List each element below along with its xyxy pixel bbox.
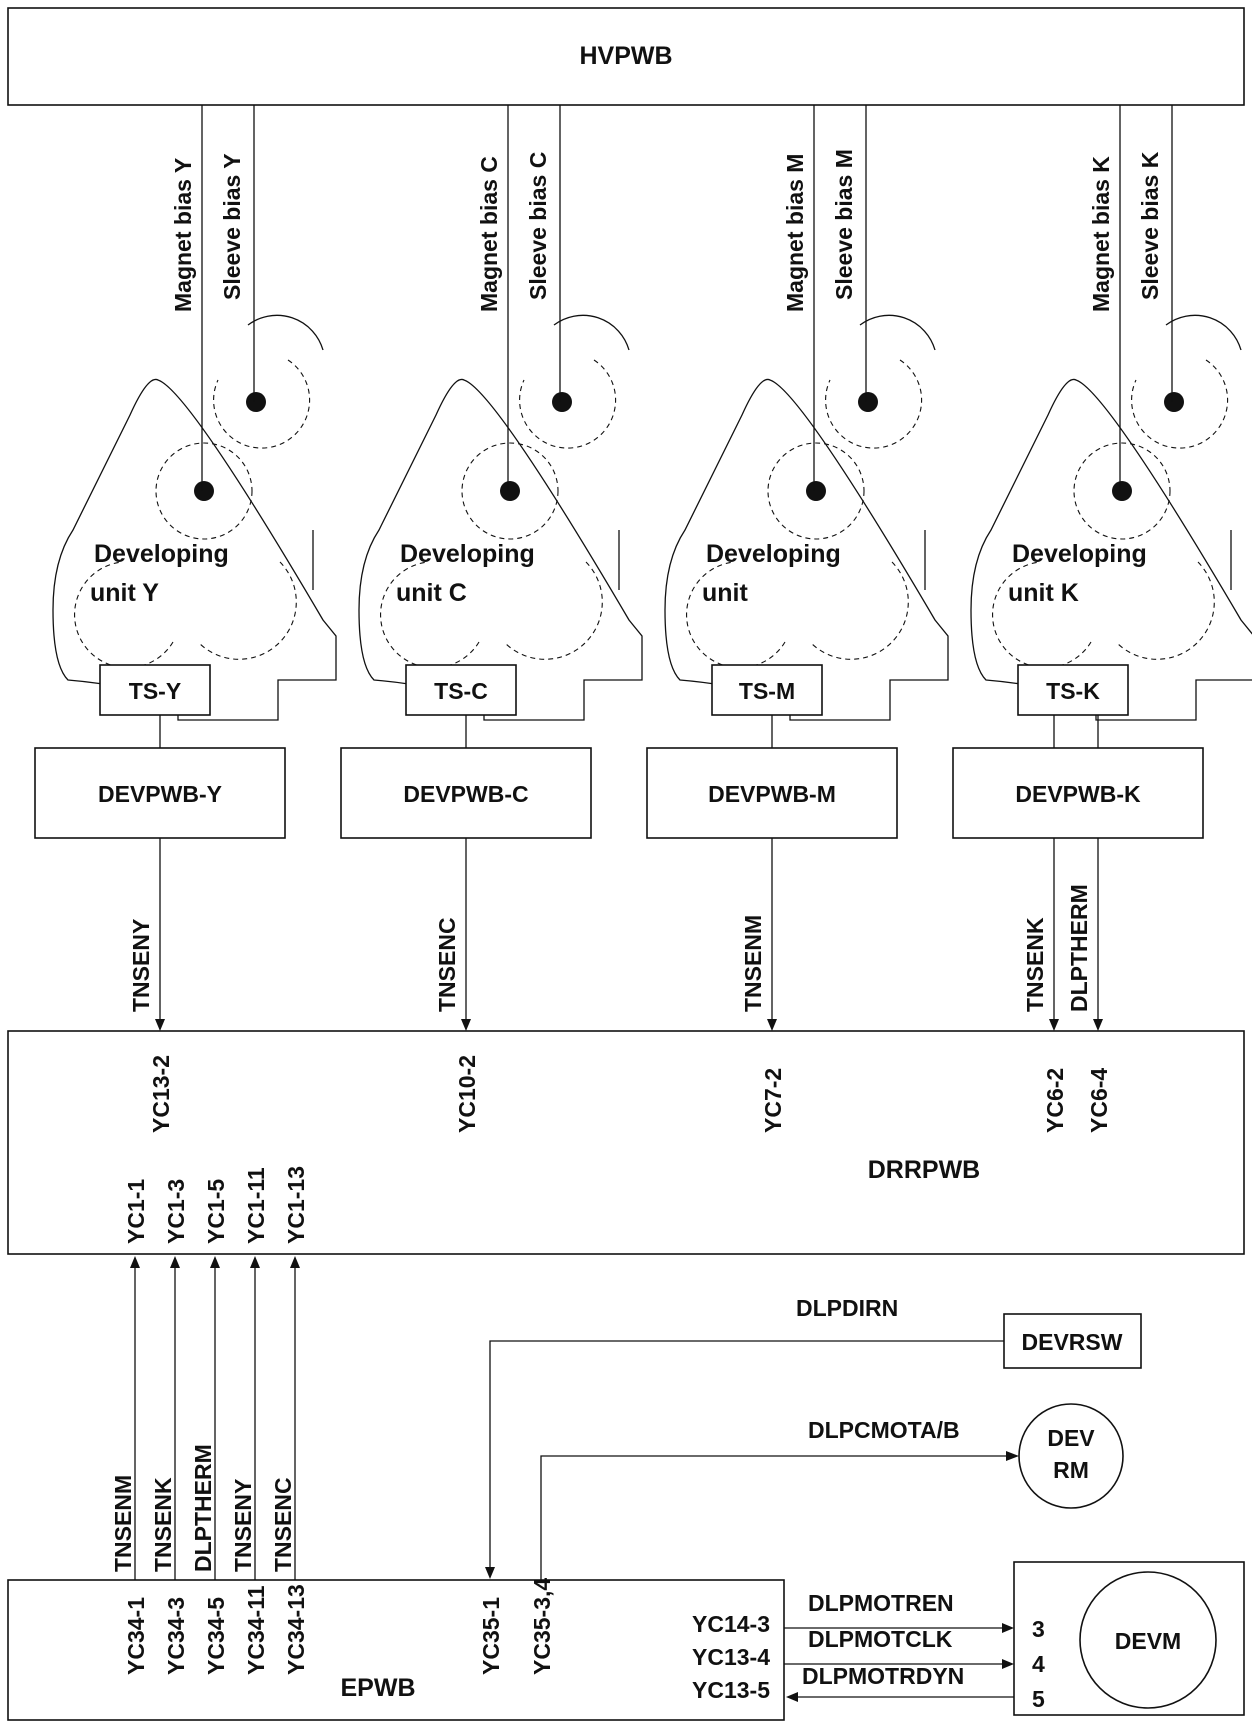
devpwb-box: [340, 747, 592, 839]
devm-motor: DEVM 3 4 5 DLPMOTREN DLPMOTCLK DLPMOTRDY…: [784, 1561, 1245, 1716]
toner-sensor-label: TS-Y: [129, 678, 181, 704]
devrm-label: DEV: [1047, 1425, 1095, 1451]
sensor-signals: TNSENY TNSENC TNSENM TNSENK DLPTHERM: [128, 838, 1103, 1031]
devpwb-box: [646, 747, 898, 839]
signal-label: DLPTHERM: [190, 1444, 216, 1572]
hvpwb-board: HVPWB: [7, 7, 1245, 106]
connector-label: YC13-2: [148, 1055, 174, 1133]
column-k: Magnet bias K Sleeve bias K Developing u…: [952, 105, 1252, 839]
magnet-bias-label: Magnet bias M: [782, 154, 808, 312]
connector-label: YC34-5: [203, 1597, 229, 1675]
signal-label: DLPDIRN: [796, 1295, 898, 1321]
devpwb-box: [34, 747, 286, 839]
connector-label: YC13-4: [692, 1644, 770, 1670]
connector-label: YC7-2: [760, 1068, 786, 1133]
signal-label: TNSENK: [1022, 917, 1048, 1012]
signal-label: TNSENK: [150, 1477, 176, 1572]
column-c: Magnet bias C Sleeve bias C Developing u…: [340, 105, 643, 839]
connector-label: YC10-2: [454, 1055, 480, 1133]
devpwb-label: DEVPWB-Y: [98, 781, 222, 807]
devpwb-label: DEVPWB-C: [403, 781, 528, 807]
signal-label: TNSENY: [230, 1479, 256, 1572]
connector-label: YC34-3: [163, 1597, 189, 1675]
developing-unit-label: Developing: [400, 540, 535, 568]
sleeve-bias-label: Sleeve bias C: [525, 152, 551, 300]
connector-label: YC35-3,4: [529, 1578, 555, 1675]
connector-label: YC35-1: [478, 1597, 504, 1675]
connector-label: YC34-11: [243, 1585, 269, 1675]
developing-unit-label: Developing: [1012, 540, 1147, 568]
signal-label: TNSENM: [110, 1475, 136, 1572]
developing-unit-label: unit Y: [90, 579, 159, 607]
column-y: Magnet bias Y Sleeve bias Y Developing u…: [34, 105, 337, 839]
toner-sensor-label: TS-K: [1046, 678, 1100, 704]
developing-unit-label: Developing: [94, 540, 229, 568]
toner-sensor-label: TS-C: [434, 678, 488, 704]
sleeve-bias-label: Sleeve bias Y: [219, 153, 245, 300]
connector-label: YC34-13: [283, 1584, 309, 1675]
devrsw-label: DEVRSW: [1022, 1329, 1123, 1355]
devm-label: DEVM: [1115, 1628, 1181, 1654]
epwb-board: YC34-1 YC34-3 YC34-5 YC34-11 YC34-13 YC3…: [7, 1578, 785, 1721]
developing-unit-label: unit: [702, 579, 748, 607]
signal-label: DLPMOTRDYN: [802, 1663, 964, 1689]
developing-unit-label: unit C: [396, 579, 467, 607]
connector-label: YC13-5: [692, 1677, 770, 1703]
connector-label: YC14-3: [692, 1611, 770, 1637]
toner-sensor-box: [1017, 664, 1129, 716]
magnet-bias-label: Magnet bias Y: [170, 158, 196, 312]
magnet-bias-label: Magnet bias K: [1088, 156, 1114, 312]
devpwb-box: [952, 747, 1204, 839]
toner-sensor-label: TS-M: [739, 678, 795, 704]
epwb-drrpwb-bus: TNSENM TNSENK DLPTHERM TNSENY TNSENC: [110, 1256, 300, 1580]
magnet-bias-label: Magnet bias C: [476, 156, 502, 312]
toner-sensor-box: [711, 664, 823, 716]
pin-label: 4: [1032, 1651, 1045, 1677]
signal-label: DLPMOTREN: [808, 1590, 954, 1616]
developing-unit-label: unit K: [1008, 579, 1079, 607]
epwb-label: EPWB: [341, 1674, 416, 1702]
column-m: Magnet bias M Sleeve bias M Developing u…: [646, 105, 949, 839]
connector-label: YC1-1: [123, 1179, 149, 1244]
hvpwb-label: HVPWB: [579, 42, 672, 70]
signal-label: TNSENC: [434, 917, 460, 1012]
connector-label: YC1-5: [203, 1179, 229, 1244]
drrpwb-label: DRRPWB: [868, 1156, 981, 1184]
signal-label: TNSENC: [270, 1477, 296, 1572]
devrsw-switch: DEVRSW DLPDIRN: [485, 1295, 1142, 1579]
signal-label: DLPCMOTA/B: [808, 1417, 960, 1443]
drrpwb-board: YC13-2 YC10-2 YC7-2 YC6-2 YC6-4 YC1-1 YC…: [7, 1030, 1245, 1255]
devrm-label: RM: [1053, 1457, 1089, 1483]
signal-label: TNSENY: [128, 919, 154, 1012]
signal-label: DLPMOTCLK: [808, 1626, 953, 1652]
connector-label: YC34-1: [123, 1597, 149, 1675]
signal-label: TNSENM: [740, 915, 766, 1012]
sleeve-bias-label: Sleeve bias M: [831, 149, 857, 300]
connector-label: YC6-2: [1042, 1068, 1068, 1133]
toner-sensor-box: [405, 664, 517, 716]
toner-sensor-box: [99, 664, 211, 716]
connector-label: YC1-3: [163, 1179, 189, 1244]
signal-label: DLPTHERM: [1066, 884, 1092, 1012]
devpwb-label: DEVPWB-M: [708, 781, 836, 807]
connector-label: YC6-4: [1086, 1068, 1112, 1133]
pin-label: 3: [1032, 1616, 1045, 1642]
devpwb-label: DEVPWB-K: [1015, 781, 1141, 807]
devrm-motor: DEV RM DLPCMOTA/B: [540, 1403, 1124, 1580]
connector-label: YC1-13: [283, 1166, 309, 1244]
sleeve-bias-label: Sleeve bias K: [1137, 151, 1163, 300]
developing-unit-label: Developing: [706, 540, 841, 568]
connector-label: YC1-11: [243, 1167, 269, 1244]
pin-label: 5: [1032, 1686, 1045, 1712]
